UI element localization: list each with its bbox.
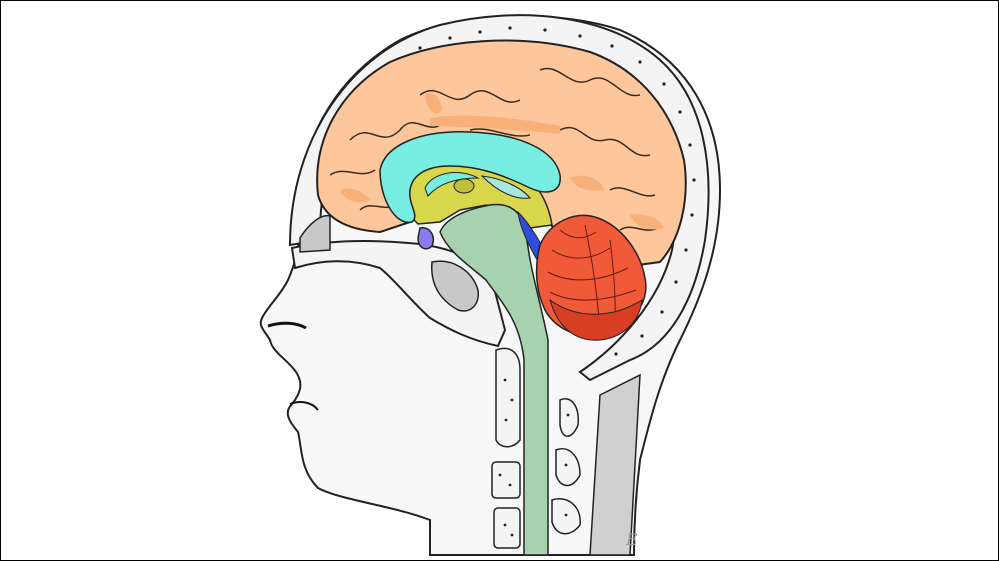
brainstem-spinal-cord	[439, 203, 549, 556]
artist-signature: E	[626, 530, 638, 549]
nostril	[267, 321, 307, 330]
frontal-sinus	[299, 214, 331, 253]
fornix	[424, 172, 480, 197]
corpus-callosum	[379, 131, 561, 224]
occipital-band	[589, 373, 641, 556]
third-ventricle	[480, 175, 531, 199]
cervical-vertebrae	[491, 347, 581, 549]
lips	[289, 401, 319, 411]
thalamus-mass	[453, 178, 475, 194]
pituitary-gland	[417, 227, 434, 250]
vertebra-texture	[498, 378, 570, 537]
sphenoid-sinus	[431, 260, 479, 312]
cortex-shading	[340, 93, 664, 230]
cerebellum-lower-lobe	[549, 298, 643, 341]
